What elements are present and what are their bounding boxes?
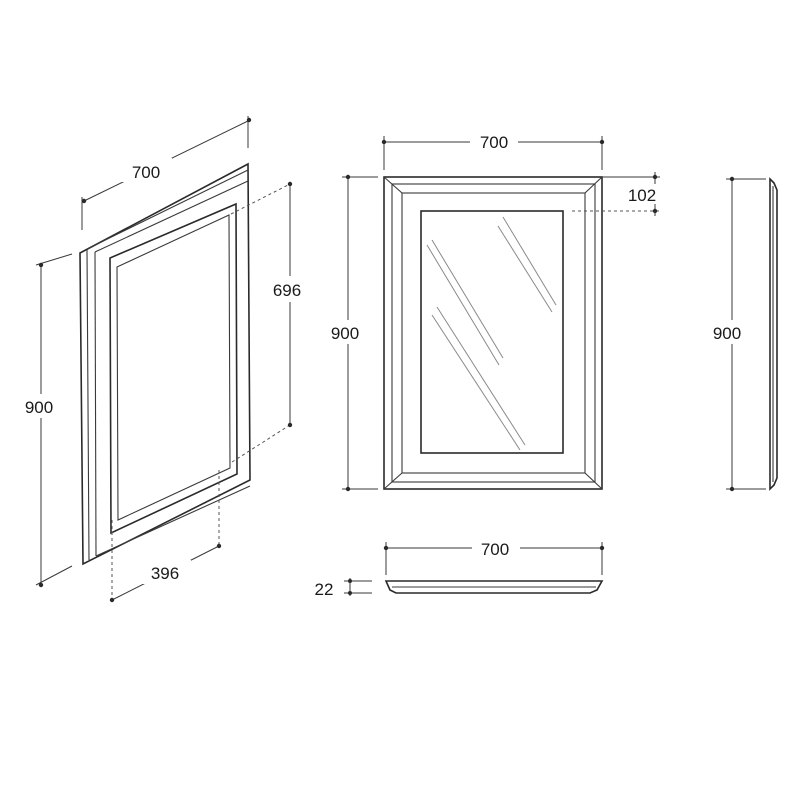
front-bevel-bl [383,472,403,490]
front-frame-outer [383,176,603,490]
perspective-frame-bottom-band [95,485,251,557]
front-height-label-bg [324,320,370,344]
perspective-frame-top-band [86,169,249,250]
perspective-width-dot-left [81,198,87,204]
front-width-dot-right [599,139,605,145]
perspective-inner-height-dot-top [287,181,293,187]
front-height-dot-bottom [345,486,351,492]
front-bevel-tl [383,176,403,194]
top-width-label-bg [472,536,520,560]
front-frame-bevel [391,183,596,483]
top-depth-label: 22 [315,580,334,599]
perspective-inner-height-label: 696 [273,281,301,300]
perspective-height-ext-bottom [35,565,73,586]
front-width-label: 700 [480,133,508,152]
perspective-inner-width-dot-left [109,597,115,603]
side-height-dot-bottom [729,486,735,492]
top-depth-dot-bottom [348,591,352,595]
perspective-width-label: 700 [132,163,160,182]
perspective-width-dot-right [246,117,252,123]
front-width-dot-left [381,139,387,145]
perspective-frame-left-band-2 [94,251,97,557]
front-frame-label-bg [622,184,662,204]
top-view: 700 22 [315,536,605,599]
perspective-height-label: 900 [25,398,53,417]
perspective-height-dot-bottom [38,582,44,588]
front-frame-bevel-2 [401,192,586,474]
top-width-label: 700 [481,540,509,559]
front-view: 700 900 102 [324,130,662,492]
side-height-label-bg [704,320,752,344]
front-height-dot-top [345,174,351,180]
front-mirror-glass [420,210,564,454]
front-bevel-br [584,472,603,490]
perspective-view: 700 900 696 396 [16,116,312,603]
perspective-frame-top-band-2 [94,180,249,253]
glass-reflection-4 [497,225,553,313]
front-bevel-tr [584,176,603,194]
glass-reflection-3 [502,216,557,306]
front-frame-label: 102 [628,186,656,205]
perspective-height-label-bg [16,394,60,418]
perspective-inner-height-dot-bottom [287,422,293,428]
perspective-inner-height-label-bg [264,276,312,302]
top-width-dot-right [599,545,605,551]
glass-reflection-2 [431,239,504,359]
perspective-panel-outer [109,202,238,535]
perspective-inner-width-label-bg [141,560,191,584]
side-height-dot-top [729,176,735,182]
perspective-frame-left-band [86,248,90,561]
perspective-frame-outer [79,162,251,566]
side-height-label: 900 [713,324,741,343]
glass-reflection-1 [426,244,500,366]
front-height-label: 900 [331,324,359,343]
side-view: 900 [704,176,778,492]
perspective-inner-height-ext-top [230,183,291,215]
top-width-dot-left [383,545,389,551]
glass-reflection-6 [436,306,526,446]
front-width-label-bg [470,130,518,154]
front-frame-dot-bottom [652,208,658,214]
perspective-width-label-bg [120,158,172,182]
perspective-panel-inner [116,214,231,521]
perspective-height-dot-top [38,262,44,268]
top-depth-dot-top [348,579,352,583]
perspective-inner-width-dot-right [216,543,222,549]
perspective-inner-width-label: 396 [151,564,179,583]
glass-reflection-5 [431,314,521,451]
front-frame-dot-top [652,174,658,180]
